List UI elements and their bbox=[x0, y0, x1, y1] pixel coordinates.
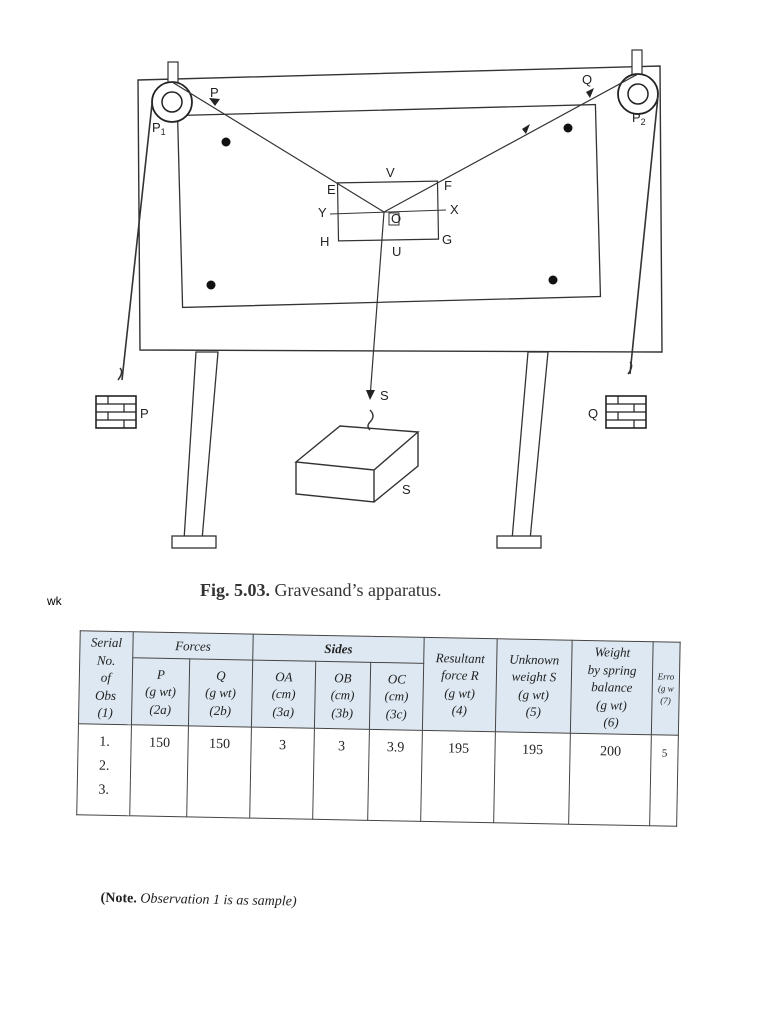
arrow-s bbox=[366, 390, 375, 400]
stand-base-right bbox=[496, 535, 542, 549]
cell-p: 150 bbox=[130, 724, 189, 757]
header-oc: OC(cm)(3c) bbox=[369, 662, 424, 731]
label-p2: P2 bbox=[632, 110, 646, 127]
header-q: Q(g wt)(2b) bbox=[188, 658, 253, 727]
cell-q bbox=[187, 756, 251, 782]
label-e: E bbox=[327, 182, 336, 197]
label-f: F bbox=[444, 178, 452, 193]
note-prefix: (Note. bbox=[100, 890, 137, 907]
cell-spring-balance: 200 bbox=[569, 732, 652, 765]
stand-right bbox=[511, 351, 549, 541]
string-p bbox=[171, 81, 385, 213]
stand-base-left bbox=[171, 535, 217, 549]
cell-unknown-weight bbox=[493, 785, 570, 824]
header-sides: Sides bbox=[252, 634, 425, 664]
cell-p bbox=[129, 779, 188, 817]
string-p-hanging bbox=[121, 103, 153, 381]
caption-number: Fig. 5.03. bbox=[200, 580, 270, 600]
label-q-weight: Q bbox=[588, 406, 598, 421]
cell-resultant bbox=[420, 784, 495, 823]
cell-oa: 3 bbox=[250, 726, 315, 759]
pin bbox=[548, 275, 558, 285]
cell-error bbox=[649, 788, 678, 826]
label-o: O bbox=[391, 211, 401, 226]
cell-ob bbox=[313, 758, 369, 784]
weight-q-bricks bbox=[606, 396, 646, 428]
label-p-top: P bbox=[210, 85, 219, 100]
pin bbox=[563, 123, 573, 133]
label-g: G bbox=[442, 232, 452, 247]
cell-serial: 1. bbox=[77, 723, 132, 756]
arrow-q bbox=[586, 88, 594, 98]
label-q-top: Q bbox=[582, 72, 592, 87]
margin-note: wk bbox=[47, 594, 62, 608]
arrow-q2 bbox=[522, 124, 530, 134]
string-q-hanging bbox=[629, 95, 659, 375]
cell-unknown-weight: 195 bbox=[494, 731, 571, 764]
pin bbox=[206, 280, 216, 290]
cell-p bbox=[130, 755, 188, 781]
table-note: (Note. Observation 1 is as sample) bbox=[100, 891, 296, 911]
cell-ob bbox=[312, 782, 369, 821]
figure-caption: Fig. 5.03. Gravesand’s apparatus. bbox=[200, 580, 441, 601]
hook-p bbox=[117, 367, 123, 381]
label-y: Y bbox=[318, 205, 327, 220]
cell-resultant: 195 bbox=[421, 730, 496, 762]
cell-spring-balance bbox=[569, 763, 651, 789]
cell-oa bbox=[250, 757, 314, 783]
label-u: U bbox=[392, 244, 401, 259]
pulley-right-hub bbox=[627, 83, 649, 105]
cell-q: 150 bbox=[187, 725, 252, 758]
cell-oc bbox=[368, 759, 422, 785]
cell-oa bbox=[249, 781, 314, 820]
label-x: X bbox=[450, 202, 459, 217]
paper-sheet bbox=[176, 103, 602, 309]
cell-spring-balance bbox=[568, 787, 651, 826]
line-yx bbox=[329, 209, 447, 215]
cell-oc: 3.9 bbox=[368, 729, 423, 761]
gravesand-apparatus-figure: P Q P1 P2 V E F Y X O H G U S S P Q bbox=[95, 49, 663, 549]
pin bbox=[221, 137, 231, 147]
caption-text: Gravesand’s apparatus. bbox=[274, 580, 442, 600]
weight-p-bricks bbox=[96, 396, 136, 428]
string-q bbox=[383, 73, 639, 213]
label-p-weight: P bbox=[140, 406, 149, 421]
header-oa: OA(cm)(3a) bbox=[251, 660, 316, 729]
string-s bbox=[369, 211, 385, 399]
cell-serial: 2. bbox=[77, 753, 131, 780]
cell-ob: 3 bbox=[313, 728, 370, 760]
cell-oc bbox=[367, 783, 422, 822]
cell-error bbox=[650, 764, 678, 790]
label-s-block: S bbox=[402, 482, 411, 497]
header-ob: OB(cm)(3b) bbox=[314, 661, 371, 730]
label-h: H bbox=[320, 234, 329, 249]
label-s-arrow: S bbox=[380, 388, 389, 403]
header-p: P(g wt)(2a) bbox=[131, 657, 190, 726]
note-text: Observation 1 is as sample) bbox=[136, 891, 297, 910]
cell-error: 5 bbox=[650, 734, 679, 766]
hook-s bbox=[367, 409, 374, 431]
arrow-p bbox=[209, 98, 220, 106]
header-forces: Forces bbox=[132, 631, 254, 661]
label-p1: P1 bbox=[152, 120, 166, 137]
hook-q bbox=[627, 361, 633, 375]
stand-left bbox=[183, 351, 219, 541]
pulley-left-hub bbox=[161, 91, 183, 113]
block-s bbox=[294, 425, 420, 503]
cell-unknown-weight bbox=[494, 761, 570, 788]
header-error: Erro(g w(7) bbox=[651, 641, 681, 736]
cell-q bbox=[186, 780, 251, 818]
cell-serial: 3. bbox=[76, 777, 131, 816]
cell-resultant bbox=[421, 760, 495, 786]
label-v: V bbox=[386, 165, 395, 180]
point-o-marker bbox=[388, 212, 400, 226]
